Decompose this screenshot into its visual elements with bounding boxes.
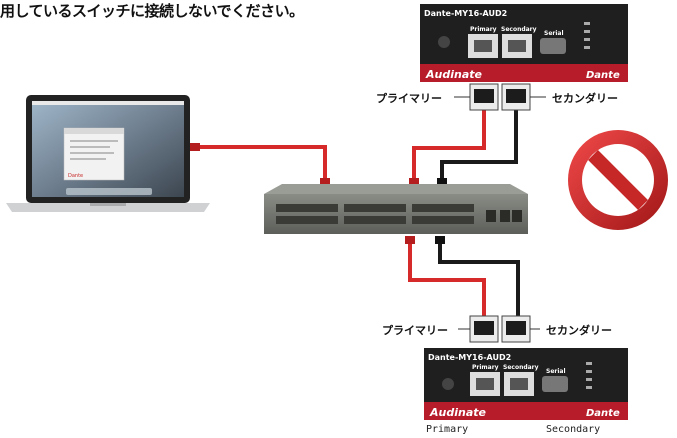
network-switch — [264, 184, 528, 234]
bottom-primary-cable — [408, 238, 486, 316]
card-top-serial: Serial — [544, 30, 564, 37]
card-bottom-primary: Primary — [472, 364, 499, 371]
card-top-title: Dante-MY16-AUD2 — [424, 9, 507, 18]
footer-secondary: Secondary — [546, 424, 601, 435]
card-top-brand-right: Dante — [586, 70, 620, 81]
top-primary-jack — [469, 83, 499, 111]
card-top-primary: Primary — [470, 26, 497, 33]
card-bottom-secondary: Secondary — [503, 364, 539, 371]
top-secondary-cable — [440, 110, 518, 182]
laptop: Dante — [6, 95, 210, 212]
label-bottom-primary: プライマリー — [382, 324, 448, 337]
laptop-cable — [188, 145, 327, 182]
card-top-brand-left: Audinate — [425, 68, 483, 81]
label-top-primary: プライマリー — [376, 92, 442, 105]
bottom-secondary-cable — [438, 238, 520, 316]
card-bottom-brand-left: Audinate — [429, 406, 487, 419]
caption-text: 用しているスイッチに接続しないでください。 — [0, 2, 304, 20]
dante-card-bottom — [424, 348, 628, 420]
card-top-secondary: Secondary — [501, 26, 537, 33]
bottom-primary-jack — [469, 315, 499, 343]
bottom-secondary-jack — [501, 315, 531, 343]
top-secondary-jack — [501, 83, 531, 111]
laptop-app-label: Dante — [68, 173, 83, 179]
no-sign-icon — [568, 130, 668, 230]
label-top-secondary: セカンダリー — [552, 92, 618, 105]
label-bottom-secondary: セカンダリー — [546, 324, 612, 337]
card-bottom-serial: Serial — [546, 368, 566, 375]
laptop-connector — [190, 143, 200, 151]
card-bottom-brand-right: Dante — [586, 408, 620, 419]
top-primary-cable — [412, 110, 486, 182]
footer-primary: Primary — [426, 424, 469, 435]
dante-card-top — [420, 4, 628, 82]
card-bottom-title: Dante-MY16-AUD2 — [428, 353, 511, 362]
